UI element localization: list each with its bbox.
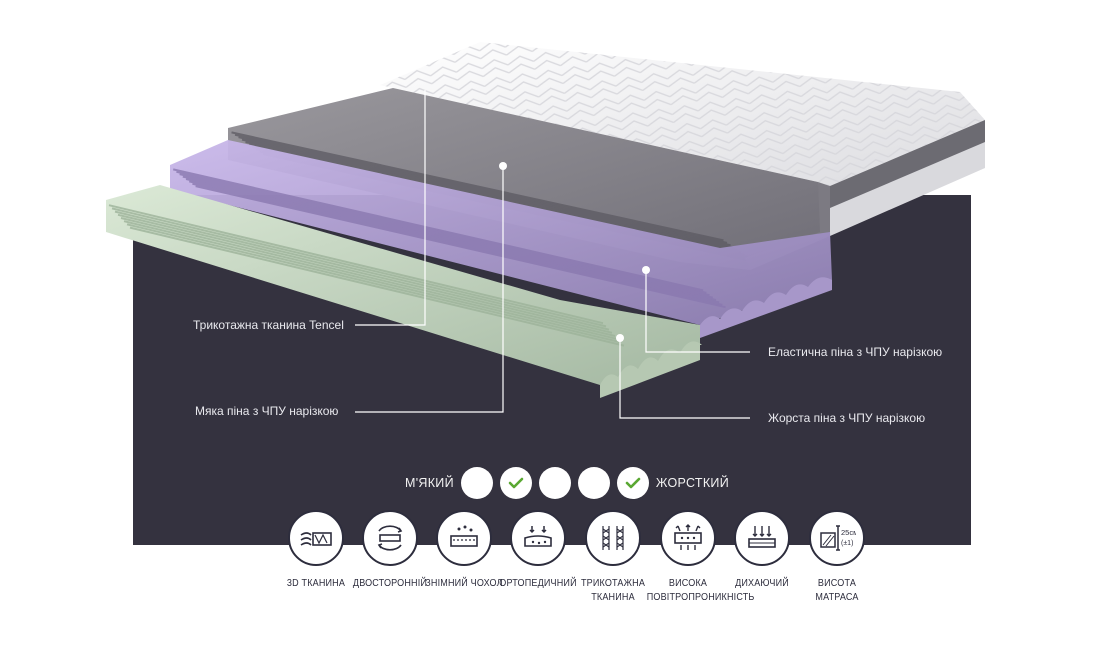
checkmark-icon [625, 477, 641, 489]
firmness-dot-4 [577, 467, 610, 499]
callout-dots [499, 162, 650, 342]
foam-ridge [120, 217, 616, 337]
callout-tencel: Трикотажна тканина Tencel [193, 318, 344, 332]
firmness-dot-3 [538, 467, 571, 499]
height-tolerance: (±1) [841, 540, 853, 547]
foam-ridge [123, 220, 619, 341]
firmness-soft-label: М'ЯКИЙ [405, 476, 454, 490]
foam-ridge [176, 170, 707, 294]
foam-ridge [195, 185, 726, 309]
foam-ridge [114, 210, 610, 331]
firmness-dot-5 [616, 467, 649, 499]
feature-air-permeability: ВИСОКА ПОВІТРОПРОНИКНІСТЬ [640, 510, 754, 604]
foam-ridge [126, 223, 622, 344]
purple-foam-layer [170, 140, 832, 338]
foam-ridge [241, 138, 735, 249]
checkmark-icon [508, 477, 524, 489]
foam-ridge [231, 131, 724, 242]
orthopedic-icon [510, 510, 566, 566]
knitted-fabric-icon [585, 510, 641, 566]
callout-hard-foam: Жорста піна з ЧПУ нарізкою [768, 411, 926, 425]
mattress-height-icon: 25см (±1) [809, 510, 865, 566]
firmness-hard-label: ЖОРСТКИЙ [655, 476, 729, 490]
feature-mattress-height: 25см(±1) ВИСОТА МАТРАСА [789, 510, 885, 604]
foam-ridge [179, 173, 710, 297]
foam-ridge [192, 182, 723, 306]
foam-ridge [117, 213, 613, 334]
firmness-dot-2 [499, 467, 532, 499]
feature-breathable: ДИХАЮЧИЙ [714, 510, 810, 590]
feature-removable-cover: ЗНІМНИЙ ЧОХОЛ [416, 510, 512, 590]
feature-3d-fabric: 3D ТКАНИНА [268, 510, 364, 590]
green-foam-layer [106, 185, 702, 398]
air-permeability-icon [660, 510, 716, 566]
foam-ridge [172, 168, 704, 292]
callout-soft-foam: Мяка піна з ЧПУ нарізкою [195, 404, 339, 418]
feature-icons-row: 3D ТКАНИНА ДВОСТОРОННІЙ ЗНІМНИЙ ЧОХОЛ ОР… [0, 510, 1100, 660]
firmness-scale: М'ЯКИЙ ЖОРСТКИЙ [405, 467, 729, 499]
feature-double-sided: ДВОСТОРОННІЙ [342, 510, 438, 590]
foam-ridge [238, 136, 731, 247]
double-sided-icon [362, 510, 418, 566]
foam-ridge [108, 204, 604, 325]
callout-lines [355, 90, 750, 419]
foam-ridge [185, 178, 717, 301]
foam-ridge [234, 133, 728, 244]
firmness-dots [460, 467, 649, 499]
foam-ridge [129, 226, 625, 347]
foam-ridge [182, 175, 714, 299]
foam-ridge [111, 207, 607, 328]
feature-knitted-fabric: ТРИКОТАЖНА ТКАНИНА [565, 510, 661, 604]
3d-fabric-icon [288, 510, 344, 566]
firmness-dot-1 [460, 467, 493, 499]
removable-cover-icon [436, 510, 492, 566]
feature-orthopedic: ОРТОПЕДИЧНИЙ [490, 510, 586, 590]
foam-ridge [188, 180, 720, 304]
foam-ridge [248, 143, 742, 254]
mattress-cover [380, 42, 985, 236]
callout-elastic-foam: Еластична піна з ЧПУ нарізкою [768, 345, 943, 359]
height-value: 25см [841, 528, 856, 537]
breathable-icon [734, 510, 790, 566]
foam-ridge [245, 141, 738, 251]
